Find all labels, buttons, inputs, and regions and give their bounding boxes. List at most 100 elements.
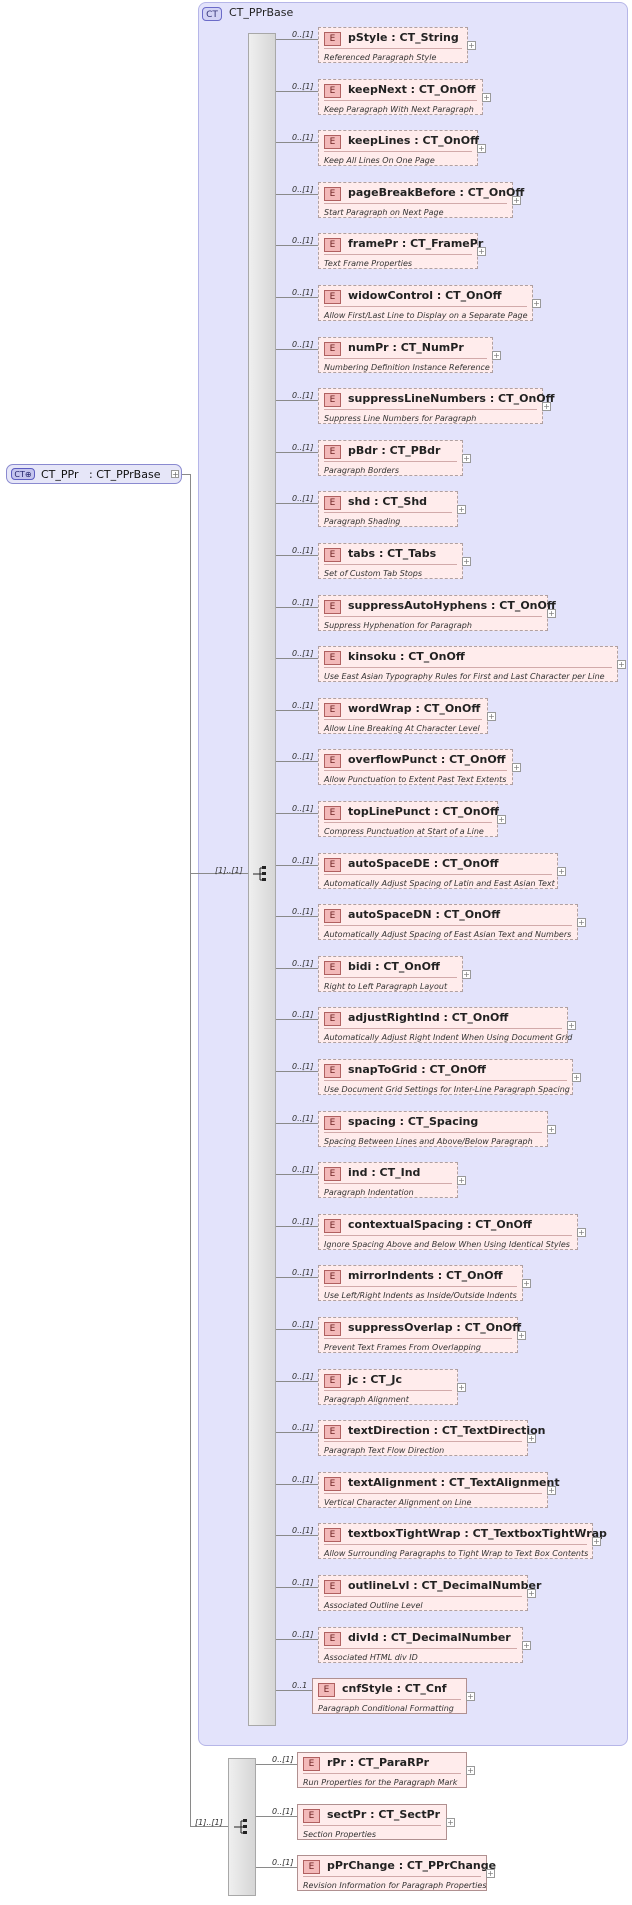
element-name: adjustRightInd : CT_OnOff xyxy=(348,1011,509,1025)
expand-icon[interactable]: + xyxy=(527,1589,536,1598)
element-name-text: snapToGrid xyxy=(348,1063,418,1076)
element-cardinality: 0..[1] xyxy=(292,752,314,762)
element-name: cnfStyle : CT_Cnf xyxy=(342,1682,447,1696)
element-cardinality: 0..[1] xyxy=(292,1526,314,1536)
connector-line xyxy=(276,1071,318,1072)
expand-icon[interactable]: + xyxy=(457,1382,466,1392)
expand-icon[interactable]: + xyxy=(457,505,466,515)
expand-icon[interactable]: + xyxy=(577,1227,586,1237)
expand-icon[interactable]: + xyxy=(512,195,521,205)
element-cardinality: 0..[1] xyxy=(292,1062,314,1071)
expand-icon[interactable]: + xyxy=(577,918,586,928)
expand-icon[interactable]: + xyxy=(466,1692,475,1702)
expand-icon[interactable]: + xyxy=(462,453,471,463)
expand-icon[interactable]: + xyxy=(547,1124,556,1134)
element-name-text: numPr xyxy=(348,340,389,354)
element-cardinality: 0..[1] xyxy=(292,804,314,813)
expand-icon[interactable]: + xyxy=(462,969,471,979)
connector-line xyxy=(190,1826,228,1827)
element-name: suppressOverlap : CT_OnOff xyxy=(348,1321,522,1334)
element-name-text: tabs xyxy=(348,547,376,560)
connector-line xyxy=(276,142,318,144)
element-documentation: Right to Left Paragraph Layout xyxy=(324,981,448,991)
expand-icon[interactable]: + xyxy=(542,402,551,412)
expand-icon[interactable]: + xyxy=(477,247,486,257)
element-name-text: framePr xyxy=(348,237,399,251)
expand-icon[interactable]: + xyxy=(462,557,471,566)
expand-icon[interactable]: + xyxy=(171,470,179,479)
element-divider xyxy=(324,48,462,49)
connector-line xyxy=(256,1815,297,1817)
expand-icon[interactable]: + xyxy=(547,1485,556,1495)
complex-type-tag: CT xyxy=(202,7,222,21)
expand-icon[interactable]: + xyxy=(446,1817,455,1827)
connector-line xyxy=(276,967,318,969)
expand-icon[interactable]: + xyxy=(457,1176,466,1186)
expand-icon[interactable]: + xyxy=(592,1537,601,1547)
expand-icon[interactable]: + xyxy=(617,660,626,670)
expand-icon[interactable]: + xyxy=(572,1073,581,1082)
expand-icon[interactable]: + xyxy=(486,1869,495,1878)
connector-line xyxy=(276,1380,318,1382)
expand-icon[interactable]: + xyxy=(517,1331,526,1340)
expand-icon[interactable]: + xyxy=(522,1640,531,1650)
expand-icon[interactable]: + xyxy=(477,144,486,154)
expand-icon[interactable]: + xyxy=(487,711,496,721)
root-element[interactable]: CT⊕ CT_PPr : CT_PPrBase xyxy=(6,464,182,484)
expand-icon[interactable]: + xyxy=(567,1021,576,1031)
expand-icon[interactable]: + xyxy=(557,866,566,876)
expand-icon[interactable]: + xyxy=(512,763,521,773)
expand-icon[interactable]: + xyxy=(466,1766,475,1775)
element-name: outlineLvl : CT_DecimalNumber xyxy=(348,1579,542,1592)
expand-icon[interactable]: + xyxy=(547,608,556,618)
connector-line xyxy=(276,451,318,453)
expand-icon[interactable]: + xyxy=(497,815,506,824)
expand-icon[interactable]: + xyxy=(492,350,501,360)
expand-icon[interactable]: + xyxy=(522,1279,531,1289)
expand-icon[interactable]: + xyxy=(482,92,491,102)
element-documentation: Use East Asian Typography Rules for Firs… xyxy=(324,672,605,682)
expand-icon[interactable]: + xyxy=(527,1434,536,1444)
element-documentation: Referenced Paragraph Style xyxy=(324,53,437,62)
element-divider xyxy=(324,1647,517,1649)
expand-icon[interactable]: + xyxy=(467,41,476,50)
element-icon: E xyxy=(303,1860,320,1874)
expand-icon[interactable]: + xyxy=(532,299,541,308)
